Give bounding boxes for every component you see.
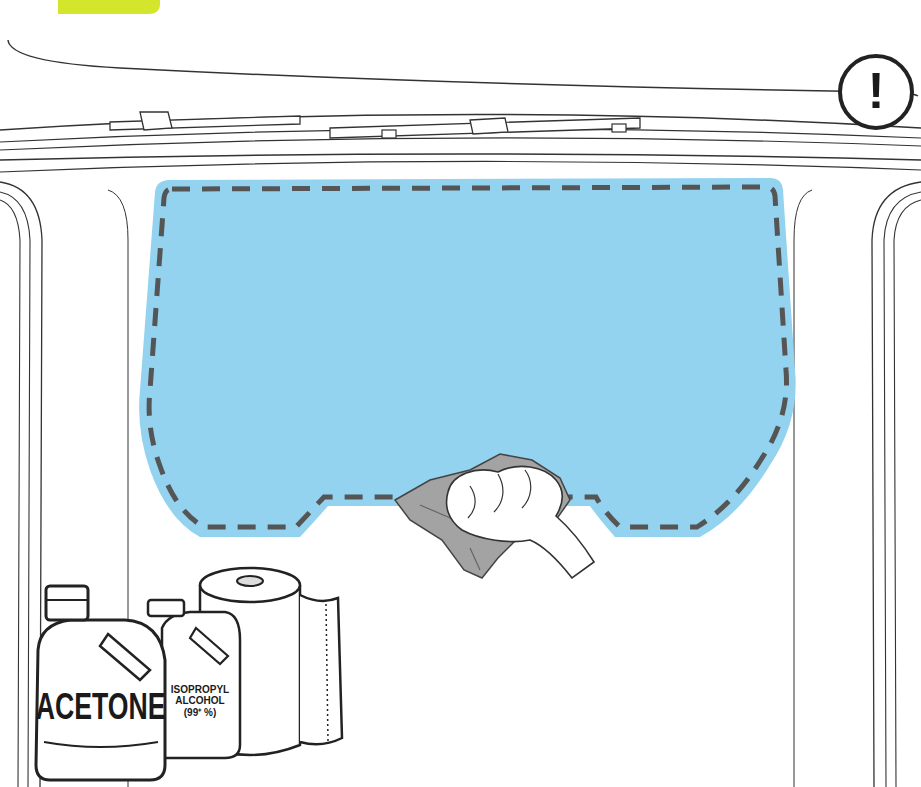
step-tab	[58, 0, 160, 14]
bottle-handle	[190, 628, 228, 664]
roll-core	[237, 576, 263, 586]
wiper-arm	[470, 118, 508, 134]
bottle-cap	[46, 586, 88, 620]
roof-line	[8, 40, 918, 96]
bottle-ridge	[44, 742, 158, 747]
paper-sheet	[300, 595, 342, 744]
a-pillar	[0, 192, 30, 787]
a-pillar	[884, 192, 921, 787]
bottle-handle	[100, 634, 150, 680]
wiper-blade	[110, 116, 300, 130]
washer-nozzle	[612, 124, 626, 132]
warning-mark: !	[868, 63, 885, 121]
bottle-label: ACETONE	[36, 682, 166, 732]
a-pillar	[872, 182, 921, 787]
washer-nozzle	[382, 130, 396, 138]
paper-roll-top	[200, 568, 300, 602]
interior-line	[794, 190, 812, 787]
label-text: ACETONE	[36, 686, 166, 727]
perforation	[326, 604, 328, 742]
bottle-label: ISOPROPYL ALCOHOL (99⁺ %)	[170, 670, 230, 732]
finger-line	[468, 470, 531, 518]
cowl-line	[0, 154, 921, 160]
a-pillar	[894, 200, 921, 787]
hand	[447, 466, 594, 578]
cap-ring	[46, 599, 88, 601]
circle-shape	[840, 56, 912, 128]
glass-edge	[0, 161, 921, 172]
label-text: ISOPROPYL ALCOHOL (99⁺ %)	[170, 684, 230, 719]
cowl-line	[0, 138, 921, 150]
a-pillar	[0, 200, 20, 787]
isopropyl-bottle	[162, 612, 240, 758]
bottle-cap	[148, 600, 184, 616]
acetone-bottle	[36, 620, 165, 780]
wiper-arm	[140, 112, 172, 130]
warning-circle: !	[838, 54, 914, 130]
wiper-blade	[330, 118, 640, 138]
